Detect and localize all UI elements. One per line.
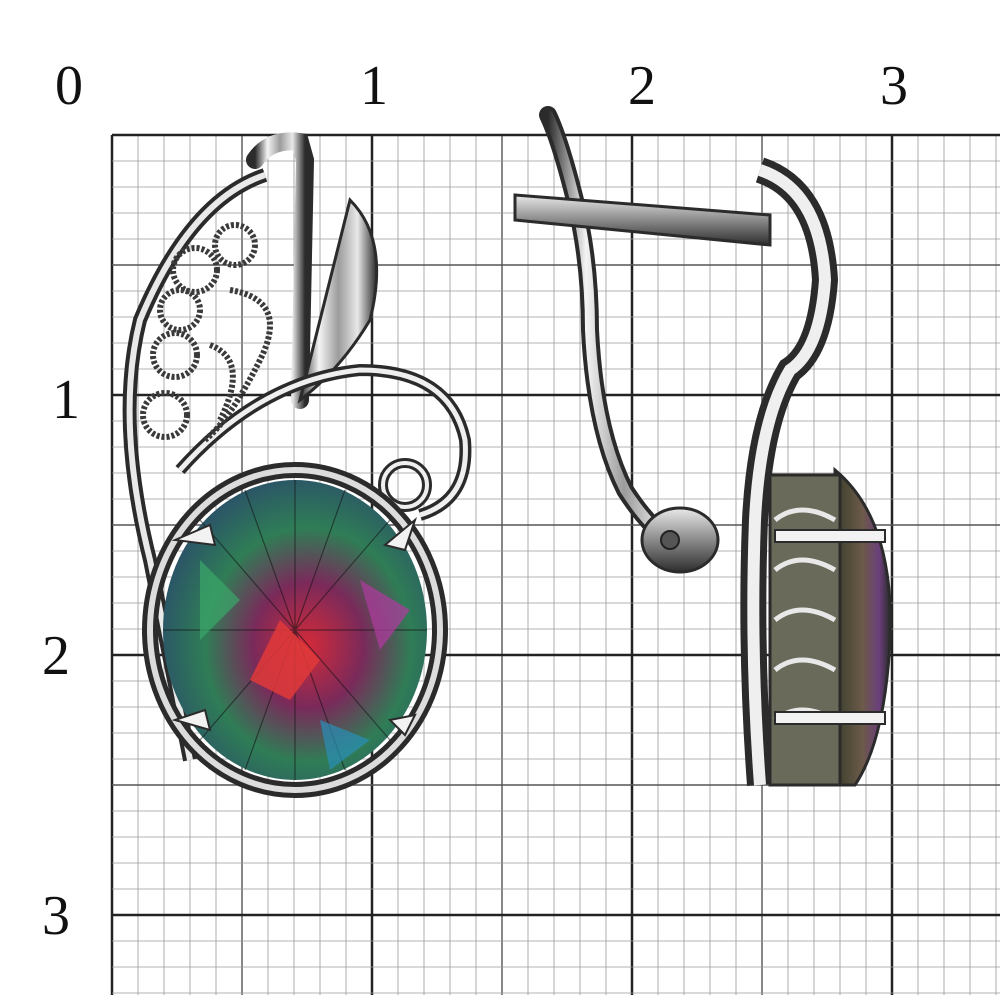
y-axis-label-3: 3 bbox=[42, 885, 70, 947]
y-axis-label-2: 2 bbox=[42, 625, 70, 687]
earring-side-icon bbox=[513, 106, 892, 787]
x-axis-label-1: 1 bbox=[360, 55, 388, 117]
x-axis-label-0: 0 bbox=[55, 55, 83, 117]
earring-front-icon bbox=[122, 132, 472, 798]
x-axis-label-2: 2 bbox=[628, 55, 656, 117]
x-axis-label-3: 3 bbox=[880, 55, 908, 117]
y-axis-label-1: 1 bbox=[52, 369, 80, 431]
